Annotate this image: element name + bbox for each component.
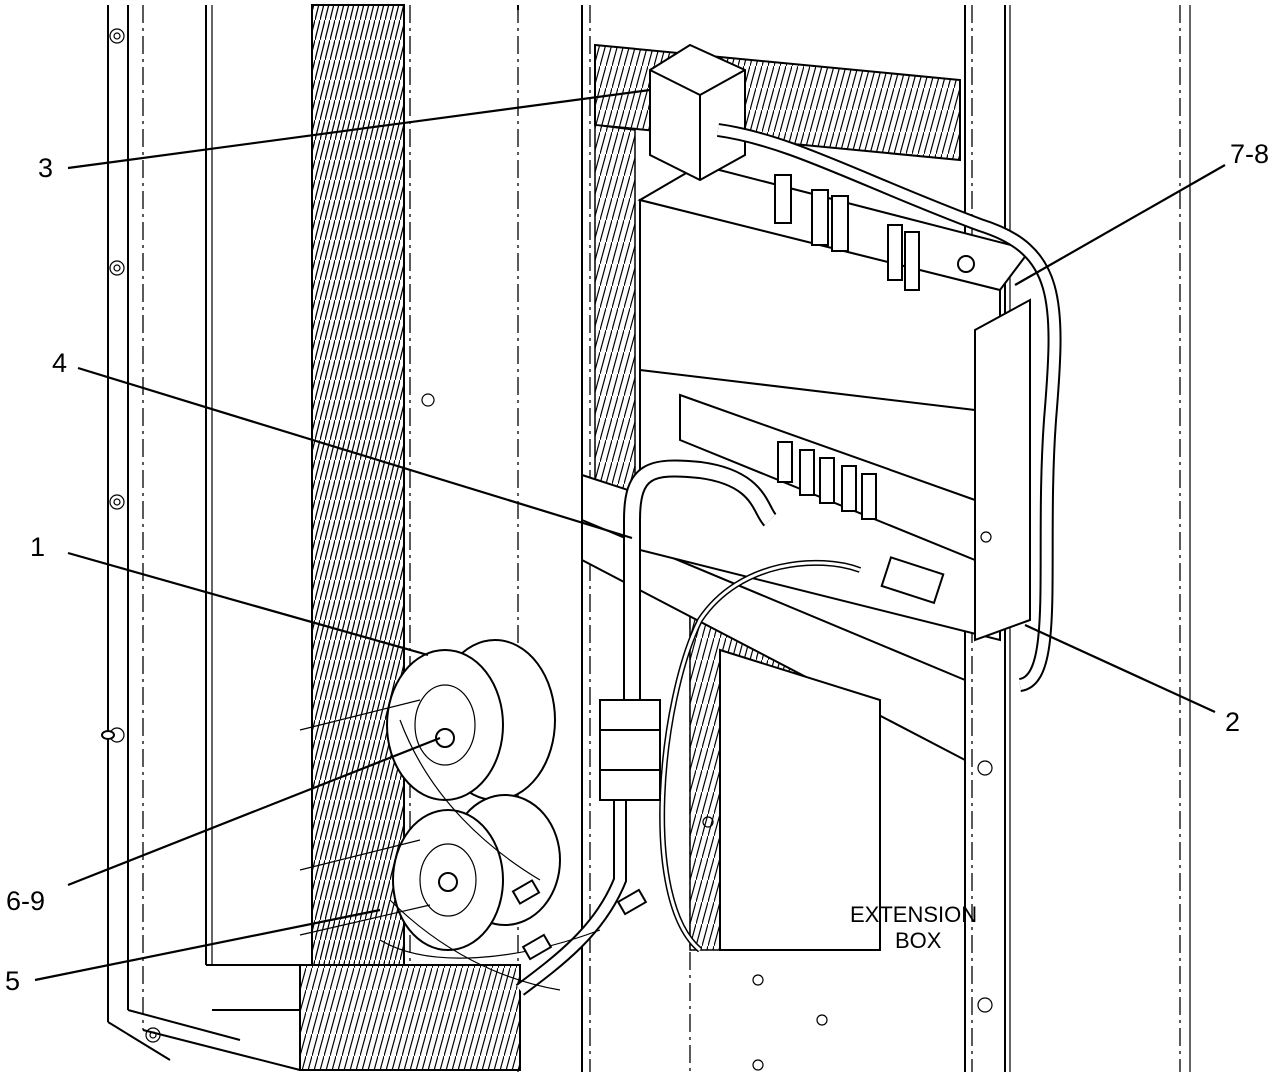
callout-3: 3 (38, 153, 53, 183)
frame-mounting-holes (101, 28, 435, 1043)
callout-4: 4 (52, 348, 67, 378)
coil-lead-wires (299, 699, 648, 991)
callout-7-8: 7-8 (1230, 139, 1269, 169)
left-heatsink-fins (299, 4, 521, 1072)
extension-box-label-line2: BOX (895, 928, 942, 953)
cables (515, 123, 1062, 996)
extension-box-label-line1: EXTENSION (850, 902, 977, 927)
junction-block (649, 43, 746, 182)
extension-box (702, 648, 881, 1071)
left-cabinet-frame (107, 5, 301, 1071)
callout-5: 5 (5, 966, 20, 996)
callout-6-9: 6-9 (6, 886, 45, 916)
callout-1: 1 (30, 532, 45, 562)
transformer-coils (386, 639, 561, 951)
bottom-terminals (777, 441, 945, 605)
callout-2: 2 (1225, 707, 1240, 737)
top-terminals (774, 174, 975, 291)
leader-lines (34, 88, 1226, 982)
